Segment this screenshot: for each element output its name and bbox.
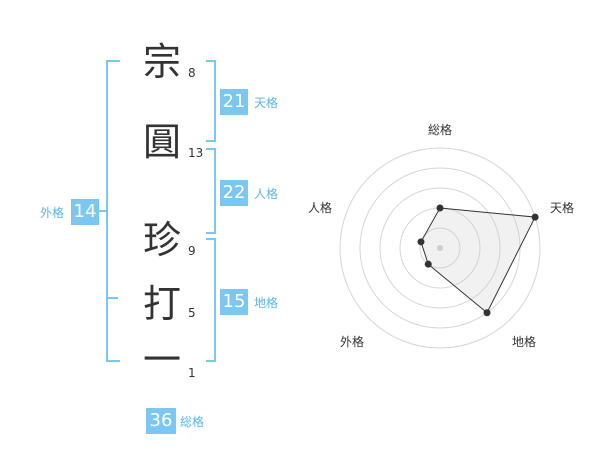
chikaku-value: 15 [220,289,248,315]
radar-ring-5 [339,147,541,349]
jinkaku-label: 人格 [254,187,279,201]
name-char-4: 打 [142,282,181,326]
chikaku-bracket [206,238,216,362]
radar-label-soukaku: 総格 [428,122,452,137]
radar-ring-3 [379,187,501,309]
radar-label-jinkaku: 人格 [308,200,332,215]
name-char-2: 圓 [142,120,181,164]
jinkaku-bracket [206,148,216,234]
radar-points [417,204,539,317]
stroke-count-5: 1 [188,366,196,380]
jinkaku-value: 22 [220,180,248,206]
tenkaku-value: 21 [220,89,248,115]
radar-point-1 [531,213,539,221]
radar-area [420,207,536,314]
stroke-count-2: 13 [188,146,204,160]
stroke-count-4: 5 [188,306,196,320]
radar-chart: 総格 天格 地格 外格 人格 [308,122,574,349]
name-char-1: 宗 [142,40,181,84]
radar-label-chikaku: 地格 [512,334,536,349]
radar-point-4 [417,238,425,246]
radar-center [437,245,443,251]
radar-point-0 [436,204,444,212]
radar-rings [339,147,541,349]
stroke-count-3: 9 [188,244,196,258]
gaikaku-bracket-tick [98,210,108,212]
radar-point-3 [424,260,432,268]
radar-label-gaikaku: 外格 [340,334,364,349]
name-char-5: 一 [142,338,181,382]
chikaku-label: 地格 [254,296,279,310]
tenkaku-bracket [206,60,216,142]
soukaku-value: 36 [146,408,176,434]
gaikaku-label: 外格 [40,206,65,220]
gaikaku-bracket-divider [106,297,118,299]
name-char-3: 珍 [142,218,181,262]
stroke-count-1: 8 [188,66,196,80]
tenkaku-label: 天格 [254,96,279,110]
radar-point-2 [483,309,491,317]
soukaku-label: 総格 [180,415,205,429]
radar-label-tenkaku: 天格 [550,200,574,215]
gaikaku-bracket [106,60,120,362]
gaikaku-value: 14 [71,199,99,225]
radar-ring-1 [419,227,461,269]
